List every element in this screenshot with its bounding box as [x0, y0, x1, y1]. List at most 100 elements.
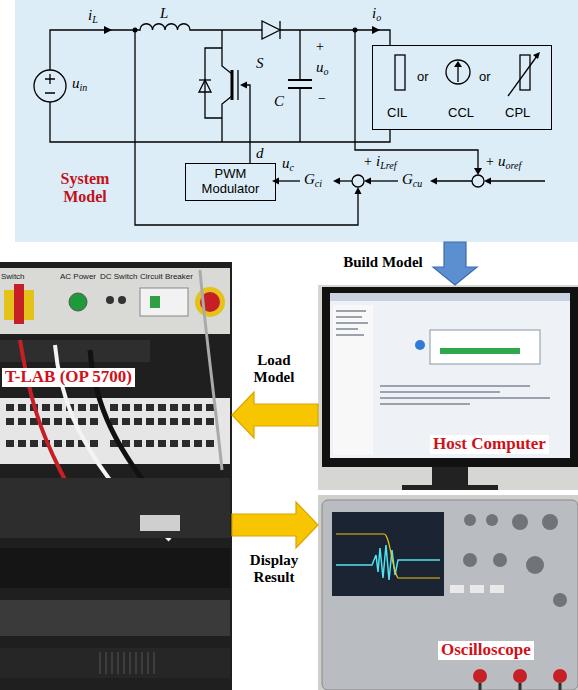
host-computer-photo-part-part	[336, 328, 358, 330]
host-computer-photo-part-part	[336, 310, 366, 312]
host-computer-photo-part	[440, 348, 520, 354]
boost-converter-circuit-part	[472, 175, 484, 187]
host-computer-photo-part	[402, 485, 498, 490]
boost-converter-circuit-part	[364, 178, 371, 185]
modulator-box: PWM Modulator	[185, 163, 276, 201]
oscilloscope-photo-part	[463, 514, 567, 607]
boost-converter-circuit-part	[288, 80, 312, 88]
block-label: PWM Modulator	[186, 166, 275, 198]
real-time-simulator-photo-part-part	[110, 404, 118, 411]
boost-converter-circuit-part	[474, 168, 482, 175]
real-time-simulator-photo-part-part	[134, 404, 142, 411]
arrow-label: Build Model	[338, 254, 428, 271]
host-computer-photo-part-part	[380, 385, 530, 387]
load-name: CPL	[505, 106, 530, 120]
boost-converter-circuit-part	[446, 60, 470, 84]
model-panel-ground-part	[15, 0, 578, 242]
real-time-simulator-photo-part-part	[206, 404, 214, 411]
oscilloscope-photo-part	[513, 669, 527, 683]
real-time-simulator-photo-part-part	[66, 440, 74, 447]
boost-converter-circuit-part	[333, 178, 340, 185]
inductor-symbol-name: L	[160, 6, 168, 21]
host-computer-photo-part-part	[336, 316, 362, 318]
host-computer: Host Computer	[318, 285, 578, 490]
boost-converter-circuit-part	[454, 61, 462, 67]
real-time-simulator-photo-part	[150, 296, 160, 308]
sum-sign: +	[486, 155, 494, 169]
boost-converter-circuit-part	[237, 70, 238, 100]
host-computer-photo-part-part	[380, 403, 470, 405]
real-time-simulator-photo-part-part	[206, 440, 214, 447]
real-time-simulator-photo-part-part	[158, 418, 166, 425]
real-time-simulator-photo-part-part	[170, 418, 178, 425]
oscilloscope-photo-part	[322, 500, 578, 690]
boost-converter-circuit-part	[45, 74, 55, 93]
oscilloscope-photo-part	[336, 534, 440, 578]
oscilloscope-photo-part	[553, 669, 567, 683]
host-computer-photo-part	[330, 293, 570, 458]
panel-marking: Switch	[1, 273, 25, 281]
oscilloscope-photo	[318, 495, 578, 690]
host-computer-photo-part	[432, 467, 468, 486]
boost-converter-circuit-part	[484, 178, 491, 185]
real-time-simulator-photo-part	[140, 515, 180, 531]
oscilloscope: Oscilloscope	[318, 495, 578, 690]
real-time-simulator-photo-part	[0, 548, 230, 588]
real-time-simulator-photo-part-part	[30, 440, 38, 447]
boost-converter-circuit-part	[355, 187, 362, 194]
real-time-simulator-photo-part-part	[6, 440, 14, 447]
model-panel-ground	[15, 0, 578, 242]
real-time-simulator-photo-part-part	[42, 418, 50, 425]
real-time-simulator-photo-part-part	[194, 404, 202, 411]
real-time-simulator-photo-part	[0, 478, 230, 538]
panel-marking: AC Power	[60, 273, 96, 281]
host-computer-photo-part	[430, 330, 540, 364]
real-time-simulator-photo-part	[0, 262, 232, 690]
real-time-simulator-photo-part-part	[182, 404, 190, 411]
reference-signal: iLref	[376, 154, 396, 171]
boost-converter-circuit-part	[104, 26, 112, 34]
host-computer-photo-part	[336, 310, 550, 405]
host-computer-photo-part-part	[336, 322, 368, 324]
host-computer-photo-part-part	[336, 334, 364, 336]
oscilloscope-photo-part	[480, 683, 560, 690]
boost-converter-circuit-part	[50, 24, 262, 70]
real-time-simulator-photo-part	[14, 284, 24, 324]
voltage-symbol: uin	[72, 76, 87, 93]
real-time-simulator-photo-part-part	[90, 440, 98, 447]
oscilloscope-photo-part	[473, 669, 487, 683]
photo-caption: Oscilloscope	[438, 641, 534, 660]
real-time-simulator-photo-part-part	[146, 404, 154, 411]
real-time-simulator-photo-part	[100, 652, 154, 674]
boost-converter-circuit-part	[135, 30, 358, 225]
capacitor-symbol-name: C	[274, 94, 284, 109]
boost-converter-circuit-part	[280, 21, 390, 45]
real-time-simulator-photo-part	[195, 287, 225, 317]
or-word: or	[479, 70, 491, 84]
oscilloscope-photo-part-part	[542, 514, 558, 530]
oscilloscope-photo-part-part	[512, 514, 528, 530]
host-computer-photo	[318, 285, 578, 490]
reference-signal: uoref	[498, 154, 521, 171]
current-symbol: io	[372, 6, 381, 23]
boost-converter-circuit-part	[437, 180, 472, 181]
boost-converter-circuit-part	[247, 85, 250, 163]
host-computer-photo-part-part	[380, 391, 500, 393]
real-time-simulator-photo-part	[140, 288, 188, 316]
real-time-simulator-photo-part-part	[158, 440, 166, 447]
host-computer-photo-part-part	[380, 397, 550, 399]
flow-arrow	[433, 242, 477, 285]
load-name: CCL	[448, 106, 474, 120]
oscilloscope-photo-part-part	[490, 585, 504, 593]
real-time-simulator-photo-part	[69, 293, 87, 311]
boost-converter-circuit-part	[457, 66, 458, 82]
boost-converter-circuit-part	[533, 52, 540, 59]
boost-converter-circuit-part	[222, 30, 232, 142]
oscilloscope-photo-part	[318, 495, 578, 690]
real-time-simulator-photo-part-part	[146, 418, 154, 425]
real-time-simulator-photo-part-part	[18, 440, 26, 447]
real-time-simulator-photo-part-part	[158, 404, 166, 411]
real-time-simulator-photo-part-part	[90, 418, 98, 425]
